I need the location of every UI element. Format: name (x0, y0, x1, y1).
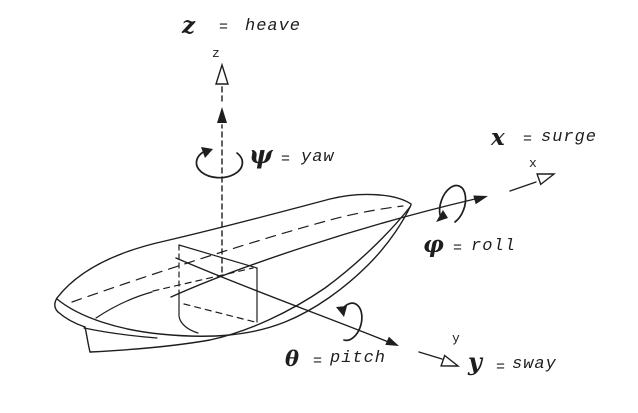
y-axis-open-arrowhead (440, 354, 461, 367)
surge-label: surge (541, 128, 598, 147)
pitch-equals: = (313, 353, 324, 370)
x-axis-line (170, 198, 476, 298)
deck-near-edge (56, 204, 412, 337)
yaw-loop-arrowhead (201, 147, 213, 158)
x-axis-open-arrowhead (536, 173, 557, 186)
yaw-symbol: ψ (249, 140, 273, 169)
z-axis-letter: z (212, 46, 220, 61)
roll-label: roll (471, 237, 516, 256)
stern-counter-curve (57, 311, 86, 328)
roll-symbol: φ (423, 231, 444, 258)
stern-tip-curve (54, 297, 59, 313)
pitch-loop (340, 302, 363, 342)
y-axis-letter: y (452, 331, 460, 346)
heave-label: heave (245, 17, 302, 36)
deck-centerline-dashed (71, 205, 404, 303)
yaw-loop (195, 150, 244, 179)
pitch-symbol: θ (285, 346, 300, 371)
x-axis-solid-arrowhead (473, 195, 488, 205)
bilge-line-hidden (152, 267, 254, 292)
roll-loop (438, 184, 467, 223)
roll-rotation-arrow (436, 184, 467, 223)
x-axis-letter: x (529, 156, 537, 171)
waterline-aft (83, 327, 158, 339)
sway-label: sway (512, 355, 557, 374)
stern-profile (84, 326, 91, 353)
z-axis-solid-arrowhead (217, 107, 227, 123)
sway-equals: = (496, 359, 507, 376)
surge-symbol: x (491, 124, 505, 151)
roll-equals: = (453, 240, 464, 257)
box-bottom-edge-hidden (183, 303, 256, 323)
yaw-rotation-arrow (195, 147, 244, 179)
yaw-label: yaw (301, 148, 335, 167)
box-top-edge (178, 244, 258, 269)
deck-far-edge (56, 193, 412, 299)
y-open-arrow-tail (418, 351, 443, 360)
heave-symbol: z (182, 12, 196, 39)
pitch-label: pitch (330, 349, 387, 368)
z-axis (215, 62, 229, 273)
surge-equals: = (523, 131, 534, 148)
sway-symbol: y (468, 347, 482, 376)
pitch-rotation-arrow (336, 302, 363, 342)
pitch-loop-arrowhead (336, 306, 347, 317)
yaw-equals: = (281, 151, 292, 168)
ship-hull (54, 193, 412, 353)
x-open-arrow-tail (509, 181, 537, 192)
roll-loop-arrowhead (436, 210, 448, 222)
bilge-line (95, 291, 153, 319)
heave-equals: = (219, 19, 230, 36)
x-axis (170, 173, 557, 298)
y-axis-line (175, 257, 392, 344)
box-near-left-edge (178, 289, 199, 334)
z-axis-open-arrowhead (215, 62, 229, 85)
hull-bottom-outline (89, 206, 411, 353)
midship-section-box (178, 244, 258, 334)
y-axis-solid-arrowhead (385, 336, 399, 346)
y-axis (175, 257, 461, 367)
